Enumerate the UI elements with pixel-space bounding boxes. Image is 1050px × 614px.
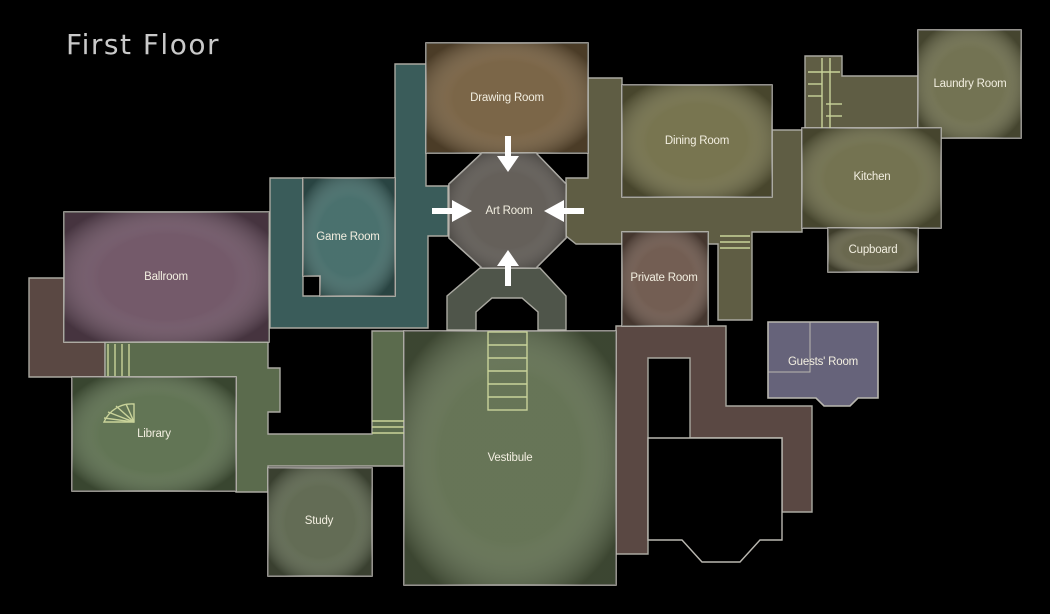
arrow-up-icon xyxy=(497,250,519,286)
study-shade xyxy=(268,468,372,576)
corridor-arch xyxy=(446,267,567,331)
label-art-room: Art Room xyxy=(486,205,533,217)
label-dining-room: Dining Room xyxy=(665,135,729,147)
library-shade xyxy=(72,377,236,491)
label-cupboard: Cupboard xyxy=(849,244,898,256)
laundry-room-shade xyxy=(918,30,1021,138)
guests-room[interactable] xyxy=(767,321,879,407)
label-private-room: Private Room xyxy=(630,272,697,284)
label-ballroom: Ballroom xyxy=(144,271,188,283)
art-room-shade xyxy=(449,153,566,268)
label-kitchen: Kitchen xyxy=(854,171,891,183)
arrow-right-icon xyxy=(432,200,472,222)
arrow-down-icon xyxy=(497,136,519,172)
label-vestibule: Vestibule xyxy=(488,452,533,464)
label-drawing-room: Drawing Room xyxy=(470,92,544,104)
vestibule-shade xyxy=(404,331,616,585)
stairs-icon xyxy=(487,331,528,411)
cupboard-shade xyxy=(828,228,918,272)
stairs-icon xyxy=(107,344,130,376)
label-study: Study xyxy=(305,515,334,527)
stairs-icon xyxy=(808,58,842,128)
kitchen-shade xyxy=(802,128,941,228)
label-game-room: Game Room xyxy=(316,231,379,243)
ballroom-shade xyxy=(64,212,269,342)
stairs-icon xyxy=(372,420,404,434)
label-library: Library xyxy=(137,428,171,440)
floor-title: First Floor xyxy=(66,28,220,61)
spiral-stair-icon xyxy=(102,403,135,423)
dining-room-shade xyxy=(622,85,772,197)
corridor-teal xyxy=(269,63,449,329)
porch-outline xyxy=(647,437,783,563)
stairs-icon xyxy=(720,235,750,249)
private-room-shade xyxy=(622,232,708,326)
guests-room-inner-line xyxy=(768,322,811,373)
label-guests-room: Guests' Room xyxy=(788,356,858,368)
arrow-left-icon xyxy=(544,200,584,222)
game-room-shade xyxy=(303,178,395,296)
label-laundry-room: Laundry Room xyxy=(933,78,1006,90)
drawing-room-shade xyxy=(426,43,588,153)
